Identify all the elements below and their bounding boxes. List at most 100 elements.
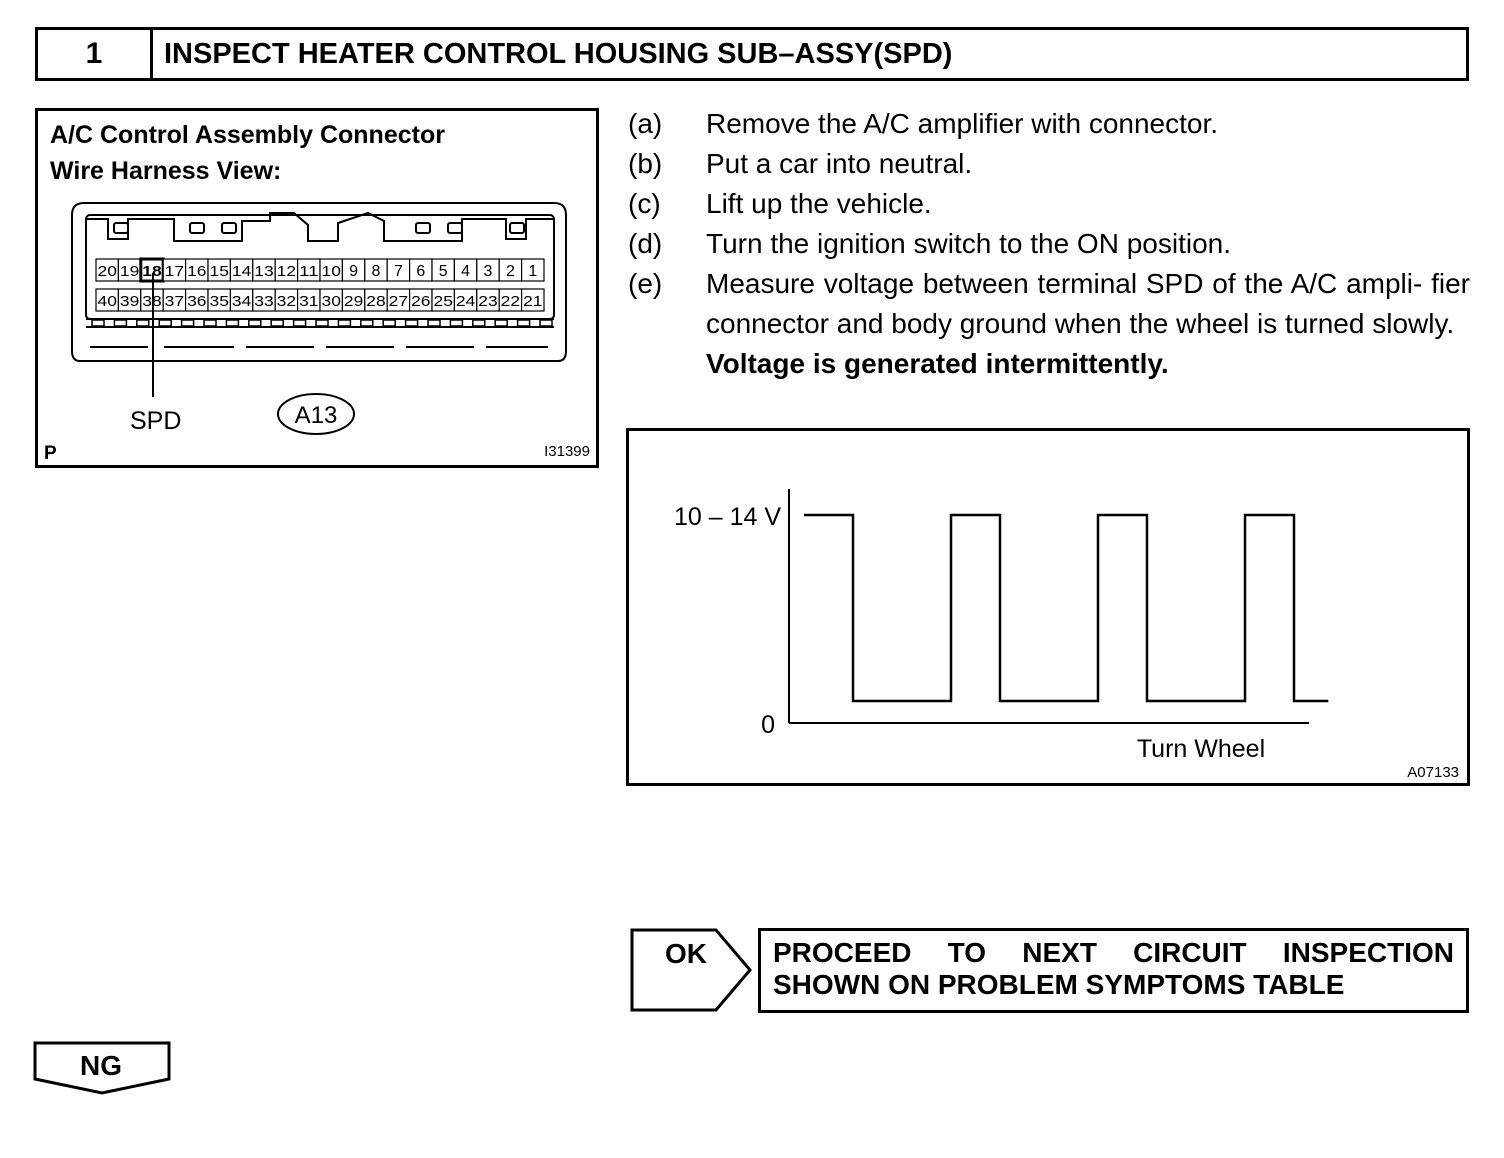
ng-arrow: NG: [33, 1041, 171, 1095]
pin-number: 30: [322, 293, 341, 310]
voltage-series-line: [804, 513, 1329, 703]
connector-diagram: 2019181716151413121110987654321403938373…: [44, 202, 590, 464]
pin-number: 4: [461, 263, 470, 280]
spd-label: SPD: [130, 407, 181, 435]
latch-window: [189, 222, 205, 234]
connector-figure-title: A/C Control Assembly Connector Wire Harn…: [50, 117, 445, 189]
ok-arrow: OK: [630, 928, 752, 1012]
step-label: (b): [628, 148, 663, 179]
pin-number: 7: [394, 263, 403, 280]
connector-figure: A/C Control Assembly Connector Wire Harn…: [35, 108, 599, 468]
pin-number: 13: [254, 263, 273, 280]
pin-number: 24: [456, 293, 475, 310]
pin-number: 31: [299, 293, 318, 310]
pin-number: 37: [165, 293, 184, 310]
bottom-tab: [494, 319, 508, 327]
pin-cell: [521, 258, 545, 282]
bottom-tab: [449, 319, 464, 327]
bottom-tab: [225, 319, 240, 327]
ok-action-box: PROCEED TO NEXT CIRCUIT INSPECTION SHOWN…: [758, 928, 1469, 1013]
pin-number: 6: [416, 263, 425, 280]
pin-number: 5: [439, 263, 448, 280]
pin-number: 23: [478, 293, 497, 310]
step-text: Lift up the vehicle.: [706, 188, 932, 219]
pin-number: 34: [232, 293, 251, 310]
pin-number: 18: [142, 263, 161, 280]
ng-label: NG: [80, 1050, 122, 1081]
bottom-tab: [158, 319, 172, 327]
pin-number: 17: [165, 263, 184, 280]
connector-code-ellipse: [277, 393, 355, 435]
step-text: Turn the ignition switch to the ON posit…: [706, 228, 1231, 259]
bottom-tab: [539, 319, 553, 327]
connector-title-line2: Wire Harness View:: [50, 157, 282, 185]
pin-number: 20: [98, 263, 117, 280]
pin-number: 8: [372, 263, 381, 280]
step-number: 1: [38, 30, 153, 78]
pin-number: 36: [187, 293, 206, 310]
pin-cell: [521, 288, 545, 312]
bottom-tab: [516, 319, 531, 327]
bottom-tab: [292, 319, 307, 327]
bottom-tabs: [91, 319, 553, 327]
step-item: (a) Remove the A/C amplifier with connect…: [628, 104, 1470, 144]
bottom-tab: [248, 319, 262, 327]
x-label: Turn Wheel: [1137, 735, 1265, 763]
pin-number: 22: [501, 293, 520, 310]
pin-number: 12: [277, 263, 296, 280]
pin-number: 33: [254, 293, 273, 310]
step-item: (c) Lift up the vehicle.: [628, 184, 1470, 224]
pin-number: 11: [299, 263, 318, 280]
bottom-tab: [404, 319, 419, 327]
step-item: (d) Turn the ignition switch to the ON po…: [628, 224, 1470, 264]
pin-number: 40: [98, 293, 117, 310]
pin-grid: 2019181716151413121110987654321403938373…: [95, 257, 545, 312]
figure-code: I31399: [544, 443, 590, 460]
connector-code: A13: [295, 402, 338, 429]
step-label: (c): [628, 188, 661, 219]
pin-number: 16: [187, 263, 206, 280]
y-label-high: 10 – 14 V: [674, 503, 781, 531]
bottom-tab: [472, 319, 486, 327]
latch-window: [221, 222, 237, 234]
step-text: Remove the A/C amplifier with connector.: [706, 108, 1219, 139]
latch-window: [113, 222, 129, 234]
voltage-waveform-chart: 10 – 14 V 0 Turn Wheel A07133: [674, 489, 1459, 781]
pin-number: 3: [484, 263, 493, 280]
procedure-steps: (a) Remove the A/C amplifier with connect…: [628, 104, 1470, 384]
pin-number: 28: [366, 293, 385, 310]
pin-number: 15: [210, 263, 229, 280]
step-title: INSPECT HEATER CONTROL HOUSING SUB–ASSY(…: [164, 38, 953, 70]
bottom-tab: [91, 319, 105, 327]
step-label: (e): [628, 268, 663, 299]
step-item: (b)Put a car into neutral.: [628, 144, 1470, 184]
step-header: 1 INSPECT HEATER CONTROL HOUSING SUB–ASS…: [35, 27, 1469, 81]
bottom-tab: [136, 319, 150, 327]
expected-result: Voltage is generated intermittently.: [706, 348, 1169, 379]
step-label: (a): [628, 108, 663, 139]
connector-title-line1: A/C Control Assembly Connector: [50, 121, 445, 149]
bottom-tab: [270, 319, 284, 327]
pin-number: 2: [506, 263, 515, 280]
voltage-waveform-figure: 10 – 14 V 0 Turn Wheel A07133: [626, 428, 1470, 786]
ok-label: OK: [665, 938, 707, 969]
pin-number: 29: [344, 293, 363, 310]
pin-number: 14: [232, 263, 251, 280]
latch-window: [447, 222, 463, 234]
pin-number: 27: [389, 293, 408, 310]
ok-action-line2: SHOWN ON PROBLEM SYMPTOMS TABLE: [773, 969, 1345, 1000]
bottom-tab: [337, 319, 352, 327]
pin-number: 1: [528, 263, 537, 280]
figure-code: A07133: [1407, 764, 1459, 781]
pin-number: 25: [434, 293, 453, 310]
pin-number: 39: [120, 293, 139, 310]
step-text: Measure voltage between terminal SPD of …: [706, 268, 1470, 339]
ok-action-line1: PROCEED TO NEXT CIRCUIT INSPECTION: [773, 937, 1454, 968]
pin-number: 10: [322, 263, 341, 280]
step-label: (d): [628, 228, 663, 259]
latch-window: [415, 222, 431, 234]
pin-number: 35: [210, 293, 229, 310]
bottom-tab: [427, 319, 441, 327]
pin-number: 26: [411, 293, 430, 310]
pin-number: 9: [349, 263, 358, 280]
